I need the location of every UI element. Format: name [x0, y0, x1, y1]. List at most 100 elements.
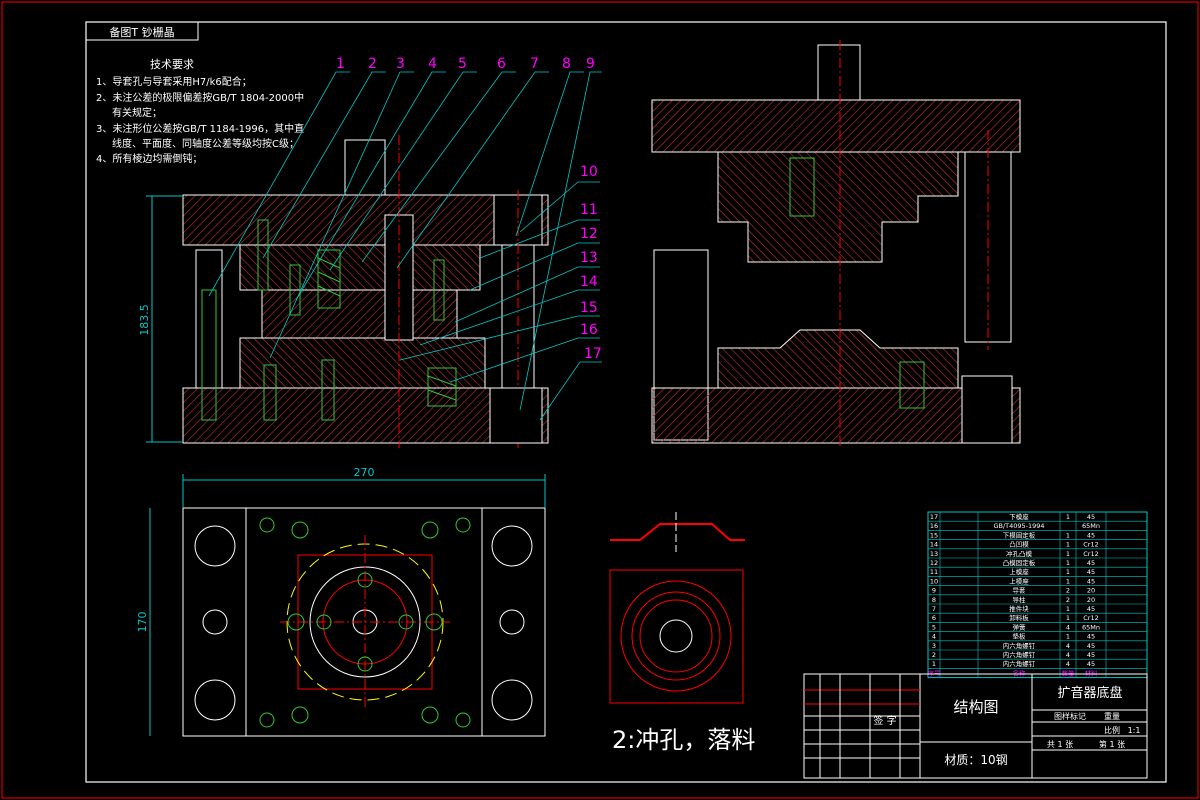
part-hole	[659, 619, 693, 653]
sheet-total: 共 1 张	[1047, 740, 1073, 749]
bom-cell: 弹簧	[1013, 622, 1027, 631]
sheet-number: 第 1 张	[1099, 739, 1125, 749]
bom-cell: 1	[1066, 513, 1070, 521]
bom-cell: 45	[1087, 633, 1095, 641]
bom-cell: 4	[1066, 651, 1070, 659]
upper-plates-exploded	[717, 151, 959, 263]
bom-cell: 45	[1087, 642, 1095, 650]
bom-cell: 5	[932, 623, 936, 631]
bom-cell: 2	[1066, 596, 1070, 604]
process-label: 2:冲孔，落料	[612, 726, 755, 754]
bom-cell: 20	[1087, 596, 1095, 604]
bom-cell: 1	[932, 660, 936, 668]
spring-coil	[317, 285, 341, 297]
inner-frame	[85, 21, 1167, 783]
bom-cell: 4	[932, 633, 936, 641]
drawing-title: 结构图	[953, 698, 998, 716]
part-number: 7	[530, 56, 539, 72]
part-blank	[609, 569, 744, 704]
bom-cell: 导套	[1013, 586, 1027, 595]
bom-header-cell: 名称	[1013, 668, 1027, 677]
bom-cell: 45	[1087, 651, 1095, 659]
bush-right-exploded	[961, 375, 1013, 444]
bom-cell: 15	[930, 531, 938, 539]
bom-cell: 1	[1066, 605, 1070, 613]
width-dimension: 270	[354, 466, 375, 479]
guide-hole	[194, 525, 236, 567]
part-number: 16	[580, 322, 598, 338]
bom-header-cell: 数量	[1062, 668, 1076, 677]
spring-exploded	[789, 157, 815, 217]
bom-cell: 垫板	[1013, 632, 1027, 641]
bom-header-cell: 序号	[928, 668, 942, 677]
bom-cell: 14	[930, 541, 938, 549]
bom-cell: 4	[1066, 623, 1070, 631]
bom-cell: 17	[930, 513, 938, 521]
punch-plate	[239, 244, 481, 291]
bom-cell: 3	[932, 642, 936, 650]
corner-label-box	[85, 21, 199, 41]
part-number: 10	[580, 164, 598, 180]
stripper-plate	[261, 289, 458, 339]
bom-cell: 11	[930, 568, 938, 576]
plan-view: 270 170	[136, 466, 546, 737]
spring-coil	[427, 389, 457, 401]
bom-cell: 65Mn	[1082, 522, 1100, 530]
part-drawing: 2:冲孔，落料	[609, 512, 755, 754]
lower-plates-exploded	[717, 329, 959, 389]
bom-cell: 6	[932, 614, 936, 622]
scale-value: 1:1	[1128, 726, 1141, 735]
bom-cell: 12	[930, 559, 938, 567]
bom-cell: 凸模固定板	[1003, 558, 1036, 567]
height-dimension: 183.5	[138, 304, 151, 336]
part-numbers: 1 2 3 4 5 6 7 8 9 10 11 12 13 14 15 16 1…	[336, 56, 602, 362]
guide-bush	[493, 194, 543, 246]
screw	[257, 219, 269, 291]
bom-cell: 凸凹模	[1009, 540, 1029, 549]
bom-cell: 下模座	[1009, 512, 1029, 521]
part-circle	[631, 591, 721, 681]
bom-cell: 2	[1066, 587, 1070, 595]
guide-hole	[491, 525, 533, 567]
weight-label: 重量	[1104, 711, 1120, 721]
part-number: 2	[368, 56, 377, 72]
bom-cell: 1	[1066, 577, 1070, 585]
bom-cell: 7	[932, 605, 936, 613]
corner-label: 备图T 钞栅晶	[109, 25, 174, 39]
bom-cell: 1	[1066, 550, 1070, 558]
bom-cell: 1	[1066, 614, 1070, 622]
bom-cell: 16	[930, 522, 938, 530]
tech-line: 有关规定；	[112, 106, 162, 119]
bom-cell: 1	[1066, 531, 1070, 539]
bom-cell: 45	[1087, 513, 1095, 521]
bom-cell: Cr12	[1083, 614, 1098, 622]
bom-cell: 1	[1066, 541, 1070, 549]
guide-hole	[491, 679, 533, 721]
part-number: 14	[580, 274, 598, 290]
bom-cell: 4	[1066, 660, 1070, 668]
bom-cell: 内六角螺钉	[1003, 659, 1036, 668]
bom-cell: 45	[1087, 605, 1095, 613]
bom-cell: 导柱	[1013, 595, 1027, 604]
plan-outline	[182, 507, 546, 737]
part-number: 6	[497, 56, 506, 72]
scale-label: 比例	[1104, 725, 1120, 735]
bom-cell: 内六角螺钉	[1003, 650, 1036, 659]
spring	[317, 249, 341, 309]
bom-cell: 9	[932, 587, 936, 595]
bom-cell: 13	[930, 550, 938, 558]
bom-cell: 1	[1066, 633, 1070, 641]
part-number: 1	[336, 56, 345, 72]
part-number: 11	[580, 202, 598, 218]
spring-coil	[427, 375, 457, 387]
bom-header-cell: 材料	[1085, 668, 1099, 677]
left-screw	[201, 289, 217, 421]
bom-cell: Cr12	[1083, 541, 1098, 549]
spring	[427, 367, 457, 407]
tech-line: 2、未注公差的极限偏差按GB/T 1804-2000中	[96, 91, 304, 104]
bom-cell: 45	[1087, 660, 1095, 668]
bom-cell: Cr12	[1083, 550, 1098, 558]
part-number: 9	[586, 56, 595, 72]
screw	[289, 264, 301, 316]
